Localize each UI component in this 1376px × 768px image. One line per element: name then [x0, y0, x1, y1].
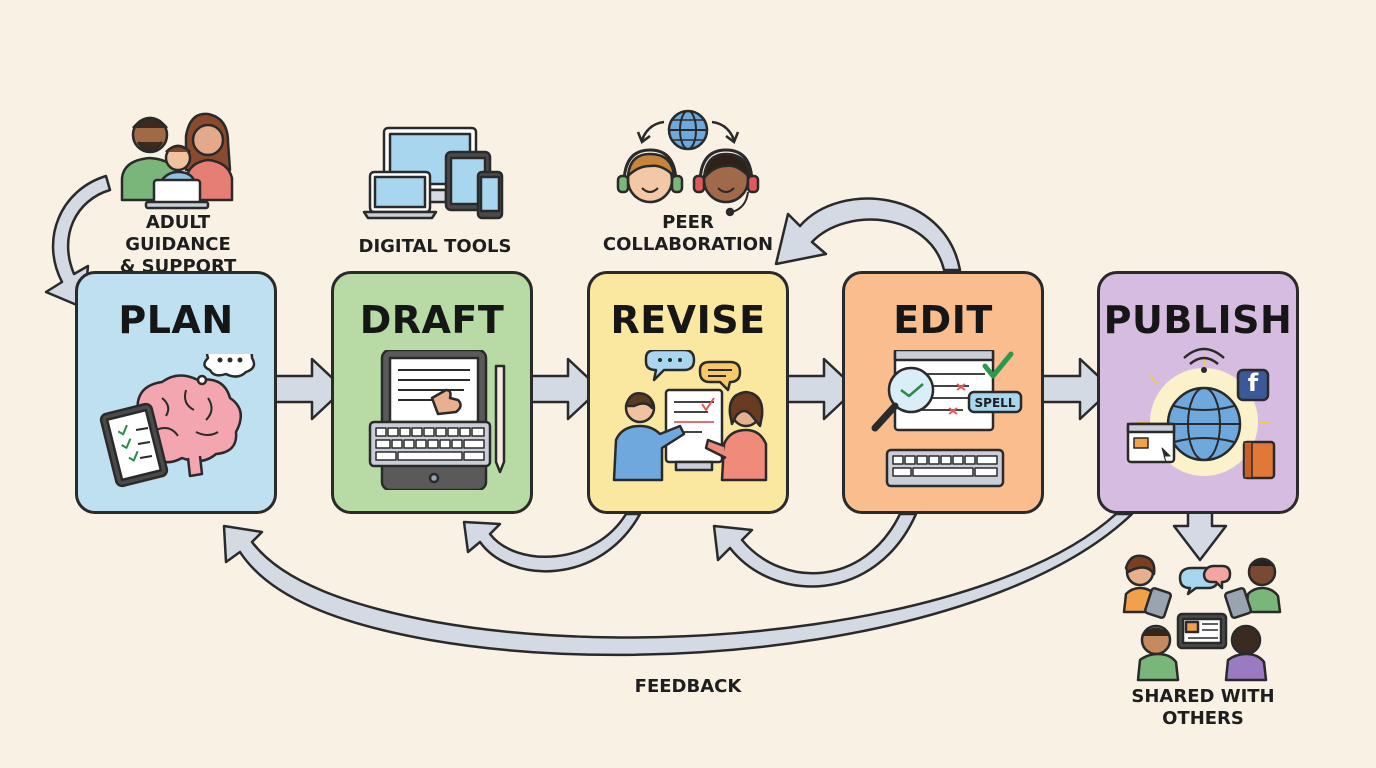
feedback-label: FEEDBACK	[634, 676, 742, 697]
stage-title-revise: REVISE	[610, 298, 766, 342]
audience-group-icon	[1122, 554, 1282, 682]
stage-card-plan[interactable]: PLAN	[75, 271, 277, 514]
stage-card-edit[interactable]: EDIT SPELL	[842, 271, 1044, 514]
digital-tools-label: DIGITAL TOOLS	[358, 236, 512, 257]
stage-card-revise[interactable]: REVISE	[587, 271, 789, 514]
family-icon	[120, 112, 234, 210]
stage-title-publish: PUBLISH	[1103, 298, 1293, 342]
stage-title-edit: EDIT	[893, 298, 993, 342]
students-revising-icon	[612, 350, 768, 482]
devices-icon	[362, 126, 504, 220]
adult-guidance-label: ADULT GUIDANCE & SUPPORT	[90, 212, 266, 278]
peer-collaboration-icon	[616, 109, 760, 217]
globe-publish-icon	[1126, 347, 1276, 480]
arrow-revise-to-draft	[462, 512, 642, 573]
arrow-adult-guidance	[44, 174, 112, 310]
arrow-edit-to-revise-top	[774, 197, 962, 272]
spell-badge-label: SPELL	[974, 396, 1016, 410]
arrow-edit-to-revise-bottom	[712, 512, 918, 588]
arrow-feedback-loop	[222, 512, 1134, 657]
stage-card-publish[interactable]: PUBLISH f	[1097, 271, 1299, 514]
brain-plan-icon	[99, 354, 256, 488]
stage-title-plan: PLAN	[118, 298, 234, 342]
peer-collaboration-line-1: PEER	[662, 212, 714, 233]
stage-title-draft: DRAFT	[359, 298, 505, 342]
stage-card-draft[interactable]: DRAFT	[331, 271, 533, 514]
peer-collaboration-label: PEER COLLABORATION	[600, 212, 776, 256]
adult-guidance-line-1: ADULT GUIDANCE	[125, 212, 231, 255]
shared-with-others-label: SHARED WITH OTHERS	[1131, 686, 1275, 729]
social-share-icon: f	[1247, 369, 1259, 397]
peer-collaboration-line-2: COLLABORATION	[602, 234, 774, 255]
spellcheck-edit-icon	[871, 350, 1023, 488]
tablet-keyboard-draft-icon	[368, 350, 506, 490]
